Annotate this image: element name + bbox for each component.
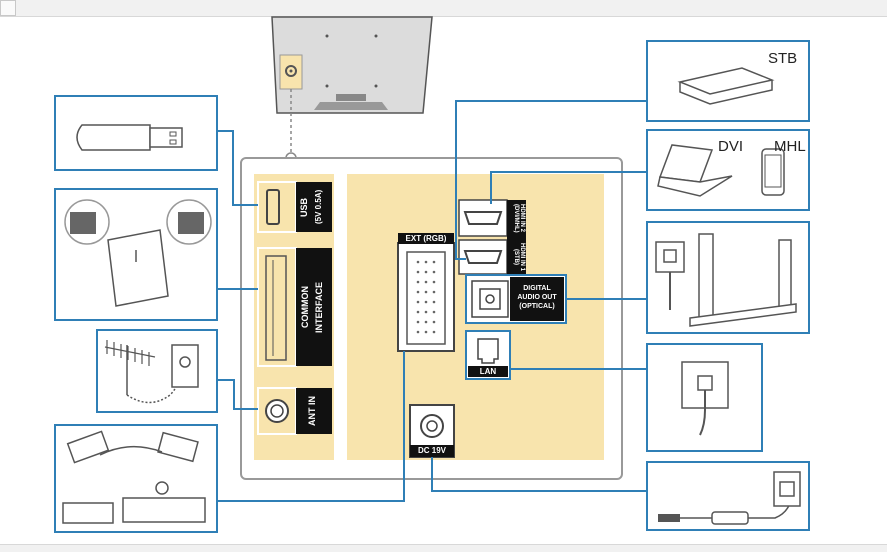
soundbar-box <box>646 221 810 334</box>
laptop-phone-box <box>646 129 810 211</box>
stb-label: STB <box>768 50 798 67</box>
lan-label-strip <box>468 366 508 377</box>
hdmi-2-label: HDMI IN 2 (DVI/MHL) <box>513 203 525 233</box>
ext-rgb-label-strip <box>398 233 454 244</box>
usb-label-strip <box>296 182 332 232</box>
dvi-label: DVI <box>718 138 744 155</box>
optical-label-strip <box>510 277 564 321</box>
scart-device-box <box>54 424 218 533</box>
digital-audio-label-3: (OPTICAL) <box>519 303 555 310</box>
power-adapter-box <box>646 461 810 531</box>
bottom-bar <box>0 544 887 552</box>
stb-box <box>646 40 810 122</box>
antenna-box <box>96 329 218 413</box>
hdmi-label-strip <box>507 200 526 274</box>
ci-card-box <box>54 188 218 321</box>
top-bar <box>0 0 887 17</box>
ci-label-strip <box>296 248 332 366</box>
corner-box <box>0 0 16 16</box>
mhl-label: MHL <box>774 138 806 155</box>
dc-label: DC 19V <box>417 446 446 455</box>
common-interface-label-2: INTERFACE <box>314 281 324 333</box>
hdmi-1-label: HDMI IN 1 (STB) <box>513 242 525 271</box>
lan-wall-box <box>646 343 763 452</box>
tv-illustration <box>271 16 433 114</box>
digital-audio-label-1: DIGITAL <box>523 285 551 292</box>
ant-in-label: ANT IN <box>307 396 317 426</box>
ext-rgb-label: EXT (RGB) <box>405 234 447 243</box>
usb-label: USB <box>299 197 309 217</box>
connector-lines <box>217 100 647 502</box>
dc-label-strip <box>410 445 454 457</box>
digital-audio-label-2: AUDIO OUT <box>517 294 557 301</box>
ant-label-strip <box>296 388 332 434</box>
lan-label: LAN <box>479 367 497 376</box>
usb-spec-label: (5V 0.5A) <box>314 189 323 225</box>
common-interface-label-1: COMMON <box>300 286 310 328</box>
usb-drive-box <box>54 95 218 171</box>
